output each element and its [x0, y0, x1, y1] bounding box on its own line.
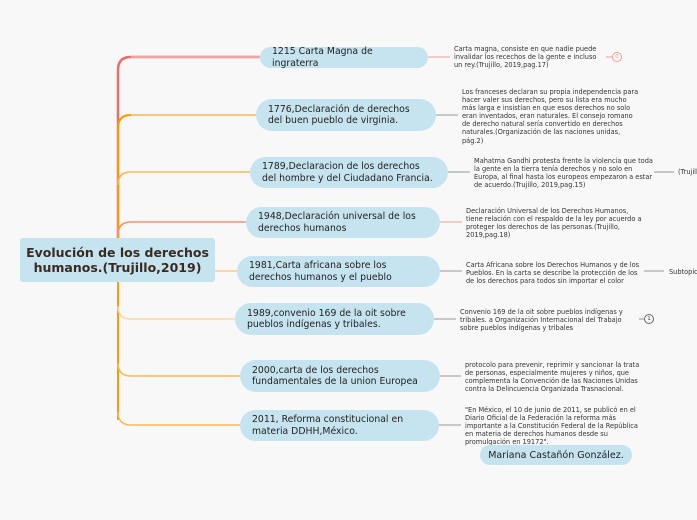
- topic-1215[interactable]: 1215 Carta Magna de ingraterra: [260, 46, 428, 69]
- subtopic[interactable]: Subtopic: [669, 268, 697, 276]
- topic-1989[interactable]: 1989,convenio 169 de la oit sobre pueblo…: [235, 303, 434, 335]
- topic-1789[interactable]: 1789,Declaracion de los derechos del hom…: [250, 157, 448, 188]
- note-1789[interactable]: Mahatma Gandhi protesta frente la violen…: [474, 157, 653, 190]
- note-2000[interactable]: protocolo para prevenir, reprimir y sanc…: [465, 361, 640, 394]
- collapsed-count-badge[interactable]: 0: [612, 52, 622, 62]
- central-topic[interactable]: Evolución de los derechos humanos.(Truji…: [20, 238, 215, 282]
- collapsed-count-badge[interactable]: 1: [644, 314, 654, 324]
- note-2011[interactable]: "En México, el 10 de junio de 2011, se p…: [465, 406, 638, 447]
- topic-2000[interactable]: 2000,carta de los derechos fundamentales…: [240, 360, 440, 392]
- topic-1776[interactable]: 1776,Declaración de derechos del buen pu…: [256, 99, 436, 131]
- subtopic-trujillo[interactable]: (Trujill: [678, 168, 697, 176]
- topic-1948[interactable]: 1948,Declaración universal de los derech…: [246, 207, 440, 238]
- note-1776[interactable]: Los franceses declaran su propia indepen…: [462, 88, 639, 145]
- note-1948[interactable]: Declaración Universal de los Derechos Hu…: [466, 207, 642, 240]
- note-1215[interactable]: Carta magna, consiste en que nadie puede…: [454, 45, 597, 70]
- note-1989[interactable]: Convenio 169 de la oit sobre pueblos ind…: [460, 308, 623, 333]
- note-1981[interactable]: Carta Africana sobre los Derechos Humano…: [466, 261, 640, 286]
- topic-2011[interactable]: 2011, Reforma constitucional en materia …: [240, 410, 439, 441]
- topic-1981[interactable]: 1981,Carta africana sobre los derechos h…: [237, 256, 440, 287]
- author-node[interactable]: Mariana Castañón González.: [480, 445, 632, 465]
